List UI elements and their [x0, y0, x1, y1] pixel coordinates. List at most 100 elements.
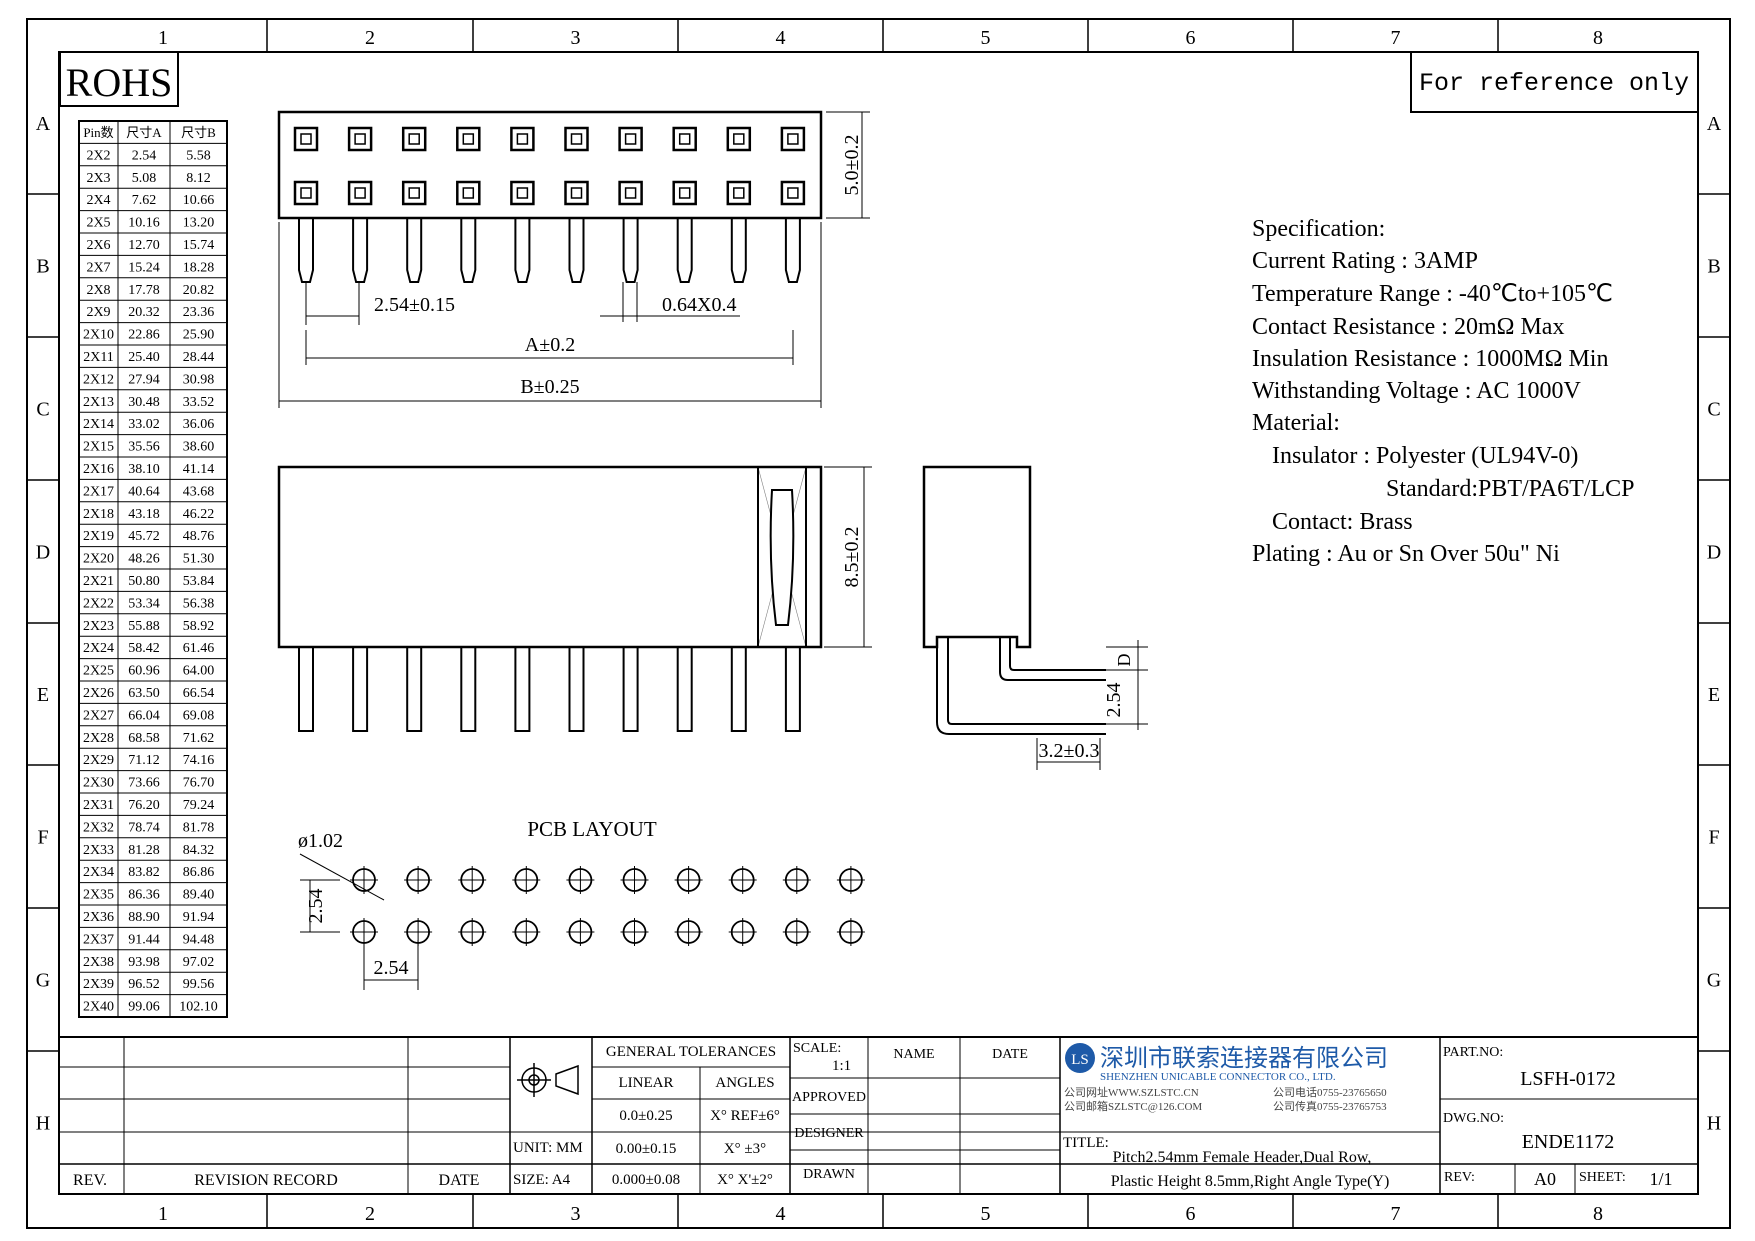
- contact-spring: [769, 489, 795, 626]
- size-table-cell: 2X12: [83, 372, 114, 387]
- size-table-cell: 41.14: [183, 462, 215, 477]
- size-table-cell: 2X14: [83, 417, 114, 432]
- pin: [460, 646, 477, 732]
- size-table-header: 尺寸A: [126, 125, 162, 140]
- size-table-cell: 2X28: [83, 731, 114, 746]
- contact-square: [347, 126, 373, 152]
- pin: [622, 218, 639, 283]
- pin: [730, 646, 747, 732]
- col-number-bottom: 7: [1391, 1203, 1401, 1225]
- size-table-cell: 2X37: [83, 932, 114, 947]
- spec-line-5: Insulation Resistance : 1000MΩ Min: [1252, 346, 1608, 372]
- size-table-cell: 25.90: [183, 328, 215, 343]
- dim-row-pitch: 2.54: [1103, 683, 1125, 718]
- size-table-cell: 2X11: [83, 350, 114, 365]
- size-table-cell: 2X27: [83, 708, 114, 723]
- spec-line-10: Contact: Brass: [1272, 509, 1413, 535]
- top-view-body: [277, 110, 823, 220]
- size-table-cell: 2X31: [83, 798, 114, 813]
- title-line-2: Plastic Height 8.5mm,Right Angle Type(Y): [1111, 1173, 1390, 1190]
- size-table-cell: 23.36: [183, 305, 215, 320]
- angle-tol-2: X° ±3°: [724, 1141, 766, 1157]
- contact-square: [456, 180, 481, 206]
- part-no-label: PART.NO:: [1443, 1045, 1503, 1060]
- size-table-cell: 76.70: [183, 776, 215, 791]
- contact-square: [456, 126, 481, 152]
- company-name-cn: 深圳市联索连接器有限公司: [1100, 1045, 1388, 1072]
- col-number-bottom: 6: [1186, 1203, 1196, 1225]
- pin: [514, 218, 531, 283]
- size-table-header: 尺寸B: [181, 125, 216, 140]
- size-table-cell: 99.56: [183, 977, 215, 992]
- inner-border: [58, 51, 1699, 1195]
- size-table-cell: 2X10: [83, 328, 114, 343]
- front-view: 8.5±0.2: [277, 465, 872, 732]
- contact-square: [672, 180, 697, 206]
- pcb-title: PCB LAYOUT: [527, 817, 657, 841]
- top-view: 5.0±0.2 2.54±0.15 0.64X0.4 A±0.2 B±0.25: [277, 110, 870, 408]
- row-letter-right: G: [1707, 970, 1721, 992]
- size-table-cell: 12.70: [128, 238, 160, 253]
- spec-line-7: Material:: [1252, 410, 1340, 436]
- size-table-cell: 78.74: [128, 820, 160, 835]
- row-letter-left: A: [36, 113, 51, 135]
- pin: [298, 218, 314, 283]
- pin: [514, 646, 531, 732]
- size-table-cell: 88.90: [128, 910, 160, 925]
- size-table-cell: 2X40: [83, 1000, 114, 1015]
- size-table-cell: 18.28: [183, 260, 215, 275]
- dim-pcb-row: 2.54: [305, 889, 327, 924]
- size-table-cell: 2X25: [83, 664, 114, 679]
- size-table-cell: 2X2: [86, 148, 110, 163]
- size-table-cell: 64.00: [183, 664, 215, 679]
- pin: [406, 218, 423, 283]
- contact-square: [510, 126, 535, 152]
- title-label: TITLE:: [1063, 1135, 1109, 1151]
- dim-pcb-pitch: 2.54: [374, 957, 409, 979]
- dim-a: A±0.2: [525, 334, 575, 356]
- size-table-cell: 68.58: [128, 731, 160, 746]
- pcb-holes: [350, 866, 865, 946]
- dim-pin-size: 0.64X0.4: [662, 294, 736, 316]
- size-table-cell: 22.86: [128, 328, 160, 343]
- contact-square: [401, 180, 427, 206]
- size-table-cell: 10.16: [128, 216, 160, 231]
- angle-tol-3: X° X'±2°: [717, 1172, 773, 1188]
- size-table-cell: 33.52: [183, 395, 215, 410]
- pcb-layout: PCB LAYOUT ø1.02 2.54 2.54: [298, 817, 865, 990]
- size-table-cell: 93.98: [128, 955, 160, 970]
- size-table-cell: 58.42: [128, 641, 160, 656]
- col-number-bottom: 2: [365, 1203, 375, 1225]
- size-table-cell: 2X39: [83, 977, 114, 992]
- title-line-1: Pitch2.54mm Female Header,Dual Row,: [1113, 1149, 1372, 1166]
- col-number-top: 4: [776, 27, 786, 49]
- rohs-box: [59, 51, 179, 107]
- contact-square: [618, 180, 643, 206]
- dim-hole: ø1.02: [298, 830, 343, 852]
- front-view-body: [277, 465, 823, 649]
- contact-square: [726, 126, 752, 152]
- col-number-top: 5: [981, 27, 991, 49]
- size-table-cell: 38.10: [128, 462, 160, 477]
- pin: [568, 646, 585, 732]
- size-table-cell: 13.20: [183, 216, 215, 231]
- rev-label: REV.: [73, 1172, 107, 1189]
- size-table-cell: 60.96: [128, 664, 160, 679]
- col-number-top: 6: [1186, 27, 1196, 49]
- pin: [460, 218, 477, 283]
- col-number-top: 2: [365, 27, 375, 49]
- contact-square: [618, 126, 643, 152]
- spec-line-6: Withstanding Voltage : AC 1000V: [1252, 378, 1581, 404]
- contact-square: [780, 180, 806, 206]
- contact-square: [564, 180, 589, 206]
- top-view-pins: [298, 218, 801, 283]
- row-letter-left: H: [36, 1113, 50, 1135]
- size-table-cell: 74.16: [183, 753, 215, 768]
- col-number-top: 7: [1391, 27, 1401, 49]
- angle-tol-1: X° REF±6°: [710, 1108, 780, 1124]
- size-table-cell: 99.06: [128, 1000, 160, 1015]
- designer-label: DESIGNER: [794, 1126, 864, 1141]
- size-table-cell: 2X30: [83, 776, 114, 791]
- revision-date-label: DATE: [439, 1172, 480, 1189]
